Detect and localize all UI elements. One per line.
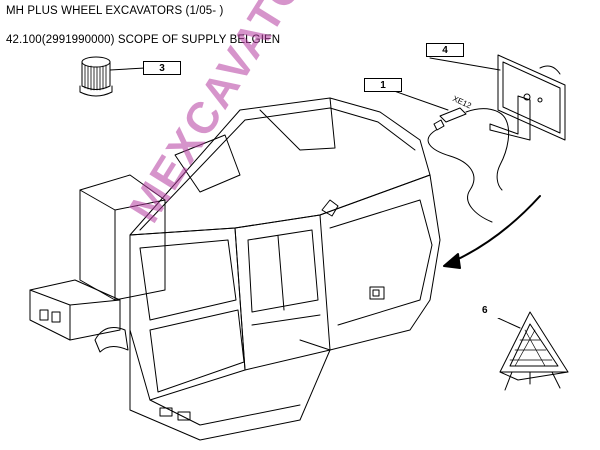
callout-4: 4 — [426, 43, 464, 57]
section-title: 42.100(2991990000) SCOPE OF SUPPLY BELGI… — [6, 34, 281, 46]
plate-holder — [429, 54, 566, 141]
page-title: MH PLUS WHEEL EXCAVATORS (1/05- ) — [6, 5, 224, 17]
callout-3: 3 — [143, 61, 181, 75]
callout-6: 6 — [482, 304, 504, 318]
callout-1: 1 — [364, 78, 402, 92]
pointer-arrow — [443, 195, 541, 269]
rotating-beacon — [79, 56, 146, 97]
cable-harness — [379, 85, 510, 223]
warning-triangle — [497, 311, 569, 391]
excavator-cab — [29, 97, 441, 441]
